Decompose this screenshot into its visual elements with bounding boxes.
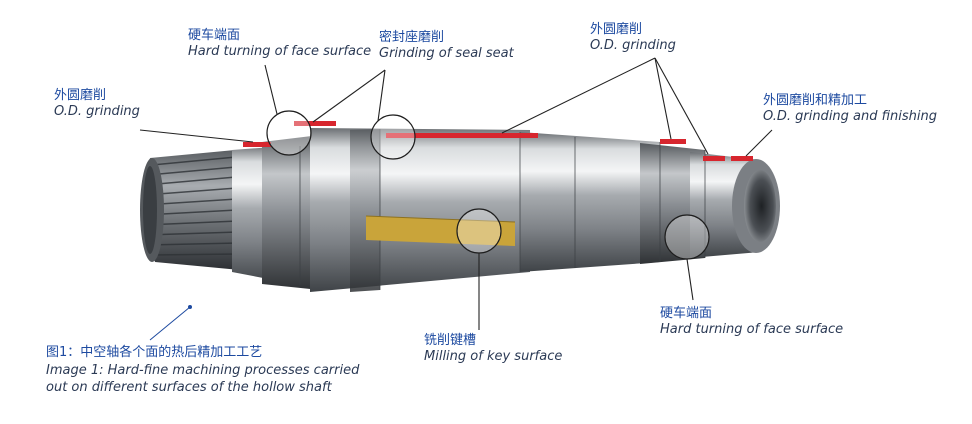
leader-lines	[139, 57, 773, 330]
label-od-grinding-finishing: 外圆磨削和精加工 O.D. grinding and finishing	[763, 93, 937, 126]
label-grinding-seal-seat-zh: 密封座磨削	[379, 30, 445, 45]
leader-od-right-3	[654, 57, 709, 155]
figure-caption-en-line1: Image 1: Hard-fine machining processes c…	[46, 363, 360, 379]
step-lines	[299, 129, 706, 290]
key-slot	[366, 216, 515, 246]
shaft-body-mid	[520, 132, 660, 272]
red-bar-od-right	[660, 139, 686, 144]
label-od-grinding-right: 外圆磨削 O.D. grinding	[590, 22, 676, 55]
caption-pointer-dot	[188, 305, 192, 309]
leader-face-top	[264, 64, 278, 115]
label-od-grinding-right-en: O.D. grinding	[590, 38, 676, 54]
red-bar-face-top	[294, 121, 336, 126]
label-hard-turning-top-en: Hard turning of face surface	[188, 44, 372, 60]
callout-circle-key	[456, 208, 502, 254]
shaft-collar-left	[262, 135, 320, 290]
figure-caption: 图1：中空轴各个面的热后精加工工艺 Image 1: Hard-fine mac…	[46, 345, 359, 396]
label-od-grinding-left-zh: 外圆磨削	[54, 88, 107, 103]
label-od-grinding-finishing-zh: 外圆磨削和精加工	[763, 93, 868, 108]
leader-od-left	[139, 129, 254, 143]
label-hard-turning-top: 硬车端面 Hard turning of face surface	[188, 28, 371, 61]
label-od-grinding-finishing-en: O.D. grinding and finishing	[763, 109, 938, 125]
shaft-ring-seal	[350, 129, 380, 292]
figure-caption-zh: 图1：中空轴各个面的热后精加工工艺	[46, 345, 263, 360]
red-bar-od-left	[243, 142, 271, 147]
label-hard-turning-top-zh: 硬车端面	[188, 28, 241, 43]
label-hard-turning-bottom-zh: 硬车端面	[660, 306, 713, 321]
shaft-body-main	[310, 128, 530, 292]
gear-teeth	[140, 150, 240, 270]
leader-od-right-1	[501, 57, 656, 134]
red-bar-finish-2	[731, 156, 753, 161]
label-hard-turning-bottom: 硬车端面 Hard turning of face surface	[660, 306, 843, 339]
callout-circle-seal	[370, 114, 416, 160]
label-hard-turning-bottom-en: Hard turning of face surface	[660, 322, 844, 338]
label-milling-key-zh: 铣削键槽	[424, 333, 477, 348]
leader-seal-left	[312, 69, 386, 123]
shaft-bore	[744, 170, 776, 242]
leader-face-bottom	[686, 258, 694, 301]
label-milling-key: 铣削键槽 Milling of key surface	[424, 333, 562, 366]
label-od-grinding-right-zh: 外圆磨削	[590, 22, 643, 37]
label-milling-key-en: Milling of key surface	[424, 349, 563, 365]
label-grinding-seal-seat: 密封座磨削 Grinding of seal seat	[379, 30, 514, 63]
leader-seal-right	[377, 69, 386, 122]
red-bar-seal	[386, 133, 538, 138]
callout-circle-face-bottom	[664, 214, 710, 260]
leader-finish	[745, 129, 773, 157]
label-od-grinding-left: 外圆磨削 O.D. grinding	[54, 88, 140, 121]
label-od-grinding-left-en: O.D. grinding	[54, 104, 140, 120]
caption-pointer-line	[149, 306, 191, 341]
highlight-bars	[243, 121, 753, 161]
shaft-step-right	[640, 143, 705, 264]
red-bar-finish-1	[703, 156, 725, 161]
figure-caption-en-line2: out on different surfaces of the hollow …	[46, 379, 332, 395]
leader-od-right-2	[654, 57, 672, 140]
callout-circle-face-top	[266, 110, 312, 156]
label-grinding-seal-seat-en: Grinding of seal seat	[379, 46, 514, 62]
